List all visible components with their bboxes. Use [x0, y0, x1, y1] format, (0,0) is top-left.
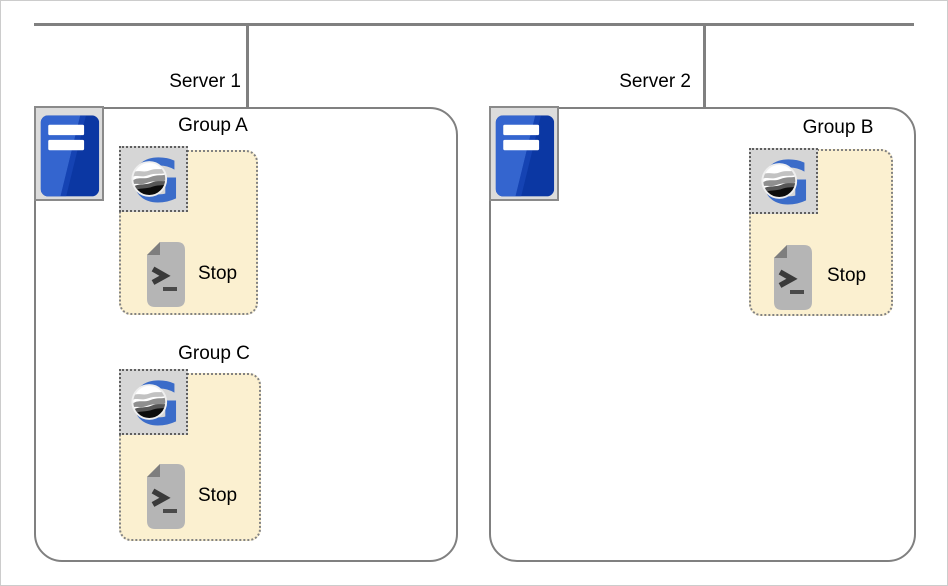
server1-connector-line	[246, 26, 249, 107]
group-b-label: Group B	[802, 117, 874, 138]
shell-script-icon	[146, 463, 186, 530]
server2-connector-line	[703, 26, 706, 107]
server1-label: Server 1	[169, 71, 241, 92]
shell-script-icon	[773, 244, 813, 311]
group-a-script-label: Stop	[198, 263, 238, 284]
network-bus-line	[34, 23, 914, 26]
globe-g-logo-icon	[119, 146, 188, 212]
server-tower-icon	[34, 106, 104, 201]
server2-label: Server 2	[619, 71, 691, 92]
group-b-script-label: Stop	[827, 265, 867, 286]
group-c-label: Group C	[178, 343, 250, 364]
server-tower-icon	[489, 106, 559, 201]
shell-script-icon	[146, 241, 186, 308]
globe-g-logo-icon	[749, 148, 818, 214]
globe-g-logo-icon	[119, 369, 188, 435]
group-a-label: Group A	[178, 115, 248, 136]
group-c-script-label: Stop	[198, 485, 238, 506]
